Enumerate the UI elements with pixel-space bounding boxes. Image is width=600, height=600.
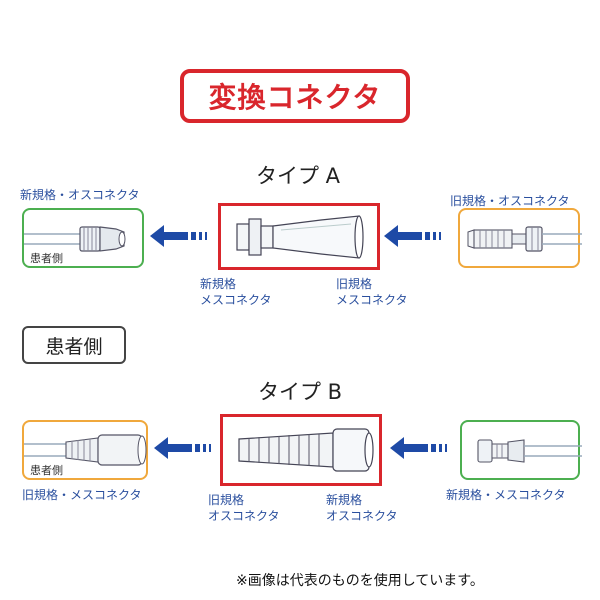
type-a-below-right: 旧規格 メスコネクタ [336, 276, 408, 308]
type-b-label: タイプ B [258, 380, 343, 404]
type-b-below-left-line2: オスコネクタ [208, 509, 280, 523]
new-female-connector-icon [477, 439, 582, 463]
type-a-left-arrow-icon [150, 225, 207, 247]
type-a-below-right-line1: 旧規格 [336, 277, 373, 291]
type-a-below-left-line2: メスコネクタ [200, 293, 272, 307]
type-a-right-arrow-icon [384, 225, 441, 247]
type-b-left-caption: 旧規格・メスコネクタ [22, 488, 142, 502]
type-b-below-right-line1: 新規格 [326, 493, 363, 507]
title-box: 変換コネクタ [180, 69, 410, 123]
type-a-patient-side-label: 患者側 [30, 252, 63, 265]
type-a-below-left: 新規格 メスコネクタ [200, 276, 272, 308]
type-a-right-caption: 旧規格・オスコネクタ [450, 194, 570, 208]
type-b-right-panel [460, 420, 582, 480]
type-a-converter-box [218, 203, 380, 270]
type-b-below-right-line2: オスコネクタ [326, 509, 398, 523]
type-b-left-panel: 患者側 [22, 420, 148, 480]
type-b-right-caption: 新規格・メスコネクタ [446, 488, 566, 502]
type-a-left-panel: 患者側 [22, 208, 144, 268]
type-a-below-left-line1: 新規格 [200, 277, 237, 291]
new-male-connector-icon [24, 226, 126, 252]
type-a-left-caption: 新規格・オスコネクタ [20, 188, 140, 202]
type-b-converter-icon [238, 428, 374, 472]
type-b-left-arrow-icon [154, 437, 211, 459]
type-a-below-right-line2: メスコネクタ [336, 293, 408, 307]
type-b-below-left: 旧規格 オスコネクタ [208, 492, 280, 524]
patient-side-heading-box: 患者側 [22, 326, 126, 364]
patient-side-heading: 患者側 [45, 335, 103, 358]
type-b-below-left-line1: 旧規格 [208, 493, 245, 507]
type-b-converter-box [220, 414, 382, 486]
type-b-patient-side-label: 患者側 [30, 464, 63, 477]
footnote: ※画像は代表のものを使用しています。 [236, 573, 484, 589]
type-a-converter-icon [236, 215, 364, 259]
type-b-below-right: 新規格 オスコネクタ [326, 492, 398, 524]
old-male-connector-icon [467, 226, 582, 252]
type-a-label: タイプ A [256, 164, 341, 188]
type-b-right-arrow-icon [390, 437, 447, 459]
old-female-connector-icon [24, 434, 147, 466]
type-a-right-panel [458, 208, 582, 268]
page-title: 変換コネクタ [208, 81, 382, 114]
